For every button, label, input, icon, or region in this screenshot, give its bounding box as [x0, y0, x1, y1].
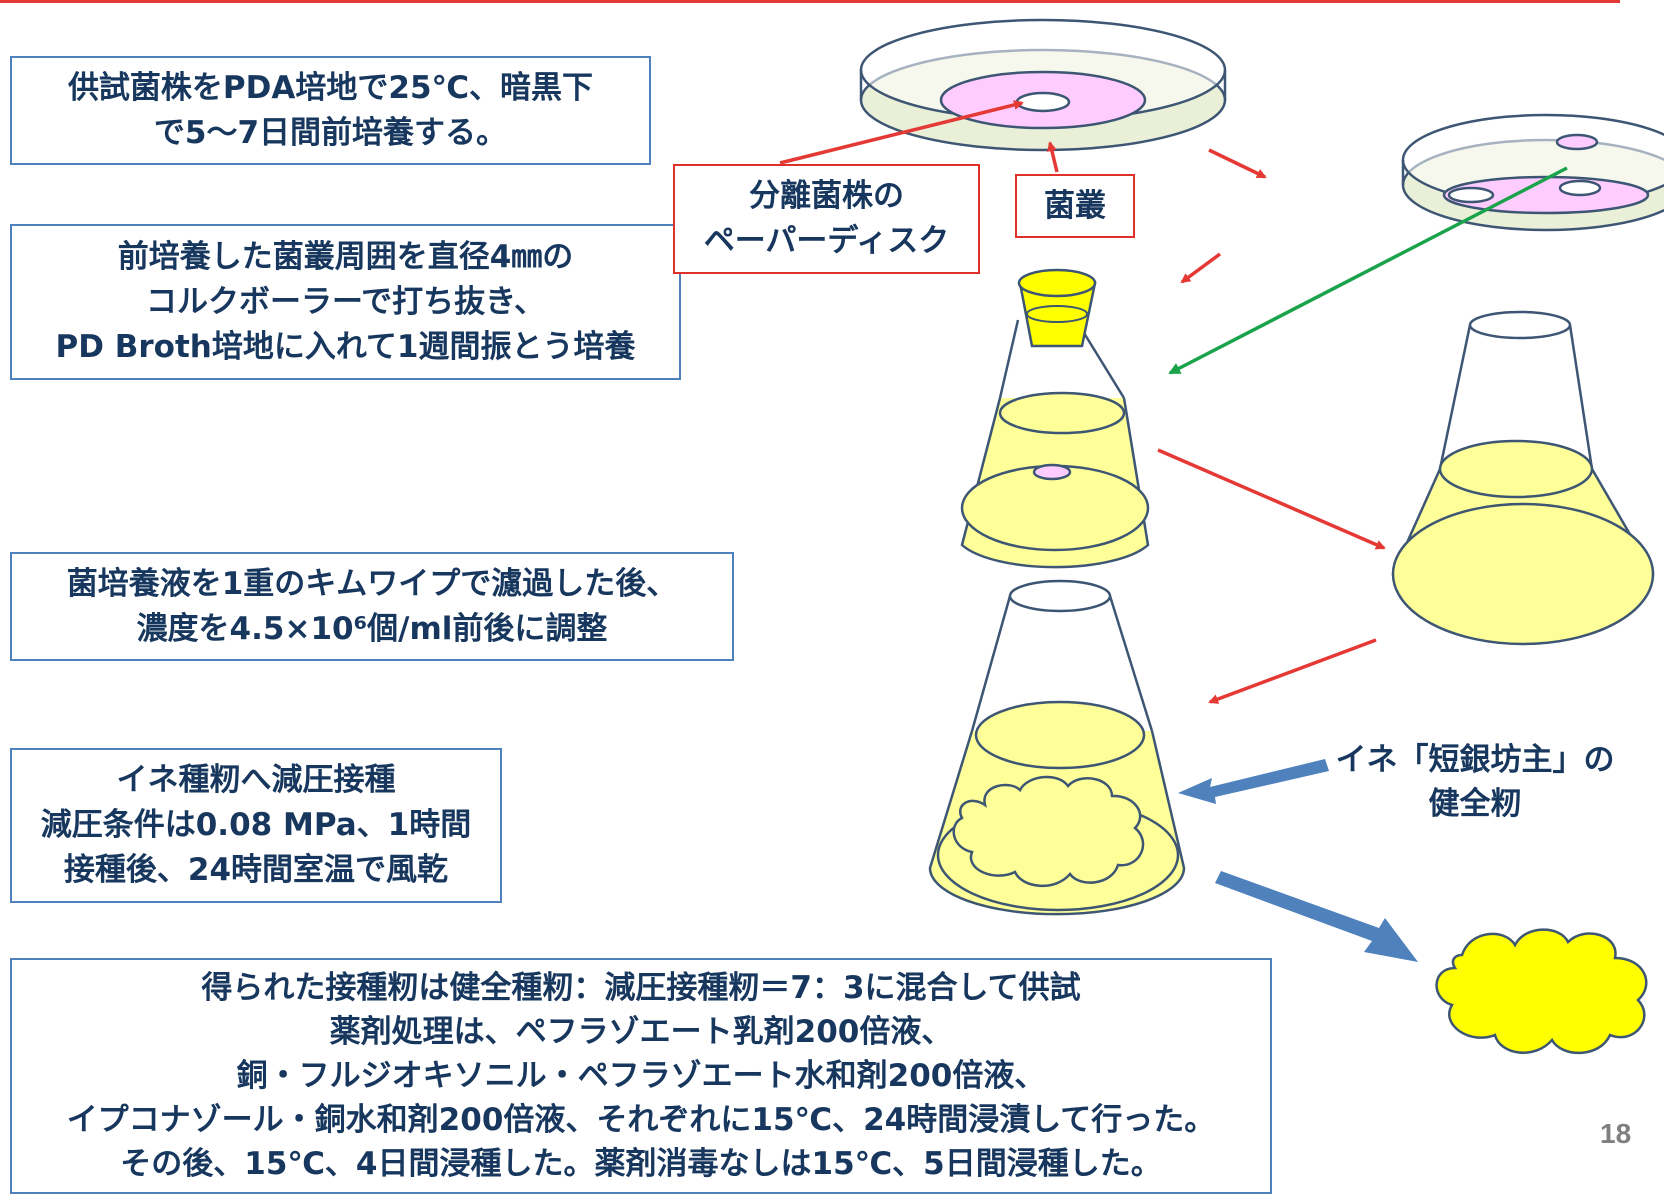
- callout-text: 菌叢: [1044, 187, 1106, 224]
- step-box-preculture: 供試菌株をPDA培地で25℃、暗黒下 で5～7日間前培養する。: [10, 56, 651, 165]
- erlenmeyer-flask-icon: [928, 579, 1186, 916]
- step-text: PD Broth培地に入れて1週間振とう培養: [55, 328, 636, 365]
- green-arrow: [1168, 166, 1568, 375]
- erlenmeyer-flask-icon: [960, 319, 1150, 569]
- step-text: 供試菌株をPDA培地で25℃、暗黒下: [67, 69, 594, 106]
- step-text: 得られた接種籾は健全種籾：減圧接種籾＝7：3に混合して供試: [201, 970, 1081, 1006]
- erlenmeyer-flask-icon: [1391, 310, 1655, 646]
- step-text: イプコナゾール・銅水和剤200倍液、それぞれに15℃、24時間浸漬して行った。: [66, 1102, 1216, 1138]
- label-text: 健全籾: [1428, 786, 1522, 822]
- rice-seed-cloud-icon: [1435, 928, 1648, 1055]
- paper-disk-icon: [1032, 463, 1072, 481]
- arrow-to-colony: [1047, 141, 1059, 173]
- callout-paper-disk: 分離菌株の ペーパーディスク: [673, 164, 980, 274]
- step-text: で5～7日間前培養する。: [153, 114, 508, 151]
- arrow-to-flask3: [1208, 638, 1377, 704]
- step-text: 接種後、24時間室温で風乾: [63, 852, 449, 888]
- step-text: 菌培養液を1重のキムワイプで濾過した後、: [66, 565, 678, 602]
- arrow-to-flask1: [1180, 252, 1222, 284]
- healthy-seed-label: イネ「短銀坊主」の 健全籾: [1320, 738, 1630, 826]
- step-text: 銅・フルジオキソニル・ペフラゾエート水和剤200倍液、: [236, 1058, 1046, 1094]
- step-box-chemical-treatment: 得られた接種籾は健全種籾：減圧接種籾＝7：3に混合して供試 薬剤処理は、ペフラゾ…: [10, 958, 1272, 1194]
- page-number: 18: [1600, 1118, 1632, 1149]
- petri-dish-icon: [859, 18, 1227, 152]
- arrow-to-dish2: [1208, 148, 1267, 179]
- step-text: その後、15℃、4日間浸種した。薬剤消毒なしは15℃、5日間浸種した。: [120, 1146, 1162, 1182]
- arrow-flask-to-seeds: [1215, 871, 1418, 962]
- blue-arrows: [1178, 759, 1418, 962]
- step-box-vacuum-inoculation: イネ種籾へ減圧接種 減圧条件は0.08 MPa、1時間 接種後、24時間室温で風…: [10, 748, 502, 903]
- step-text: 薬剤処理は、ペフラゾエート乳剤200倍液、: [329, 1014, 953, 1050]
- callout-text: ペーパーディスク: [703, 223, 950, 259]
- arrow-to-flask2: [1157, 448, 1386, 550]
- step-text: 減圧条件は0.08 MPa、1時間: [40, 807, 472, 843]
- header-rule: [0, 0, 1620, 3]
- stopper-icon: [1017, 268, 1097, 348]
- step-box-cork-borer: 前培養した菌叢周囲を直径4㎜の コルクボーラーで打ち抜き、 PD Broth培地…: [10, 224, 681, 380]
- step-text: 前培養した菌叢周囲を直径4㎜の: [117, 238, 574, 275]
- red-arrows: [779, 100, 1386, 704]
- callout-text: 分離菌株の: [749, 178, 904, 214]
- step-box-filtration: 菌培養液を1重のキムワイプで濾過した後、 濃度を4.5×10⁶個/ml前後に調整: [10, 552, 734, 661]
- step-text: コルクボーラーで打ち抜き、: [146, 283, 545, 320]
- rice-seed-cloud-icon: [952, 775, 1145, 888]
- arrow-to-disk: [779, 100, 1024, 165]
- step-text: 濃度を4.5×10⁶個/ml前後に調整: [136, 610, 608, 647]
- arrow-seed-into-flask: [1178, 759, 1329, 804]
- step-text: イネ種籾へ減圧接種: [116, 762, 396, 798]
- label-text: イネ「短銀坊主」の: [1335, 742, 1615, 778]
- petri-dish-icon: [1401, 113, 1664, 232]
- callout-colony: 菌叢: [1015, 174, 1135, 238]
